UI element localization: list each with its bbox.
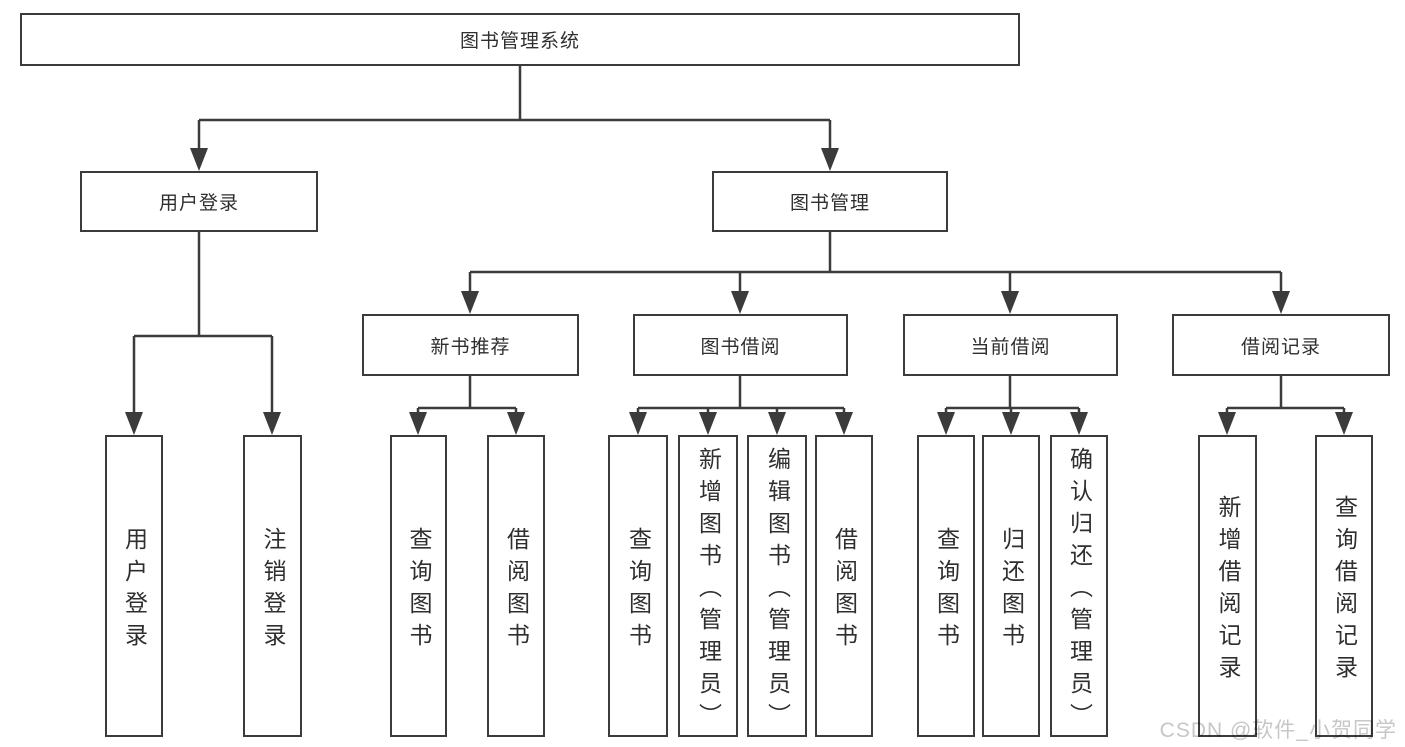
node-new-book-recommendation: 新书推荐 <box>362 314 579 376</box>
node-book-management: 图书管理 <box>712 171 948 232</box>
arrowhead-down-icon <box>507 412 525 435</box>
arrowhead-down-icon <box>1272 291 1290 314</box>
arrowhead-down-icon <box>1335 412 1353 435</box>
arrowhead-down-icon <box>629 412 647 435</box>
arrowhead-down-icon <box>731 291 749 314</box>
leaf-return-books: 归还图书 <box>982 435 1040 737</box>
connector-book-management <box>461 232 1290 314</box>
leaf-user-login: 用户登录 <box>105 435 163 737</box>
connector-root <box>190 66 839 171</box>
leaf-edit-book-admin: 编辑图书（管理员） <box>747 435 807 737</box>
connector-user-login <box>125 232 281 435</box>
leaf-confirm-return-admin: 确认归还（管理员） <box>1050 435 1108 737</box>
connector-book-borrowing <box>629 376 853 435</box>
arrowhead-down-icon <box>1070 412 1088 435</box>
arrowhead-down-icon <box>821 148 839 171</box>
node-user-login: 用户登录 <box>80 171 318 232</box>
arrowhead-down-icon <box>461 291 479 314</box>
leaf-add-book-admin: 新增图书（管理员） <box>678 435 738 737</box>
arrowhead-down-icon <box>125 412 143 435</box>
leaf-logout: 注销登录 <box>243 435 302 737</box>
arrowhead-down-icon <box>1002 412 1020 435</box>
node-borrowing-records: 借阅记录 <box>1172 314 1390 376</box>
leaf-query-borrow-record: 查询借阅记录 <box>1315 435 1373 737</box>
leaf-query-books-borrowing: 查询图书 <box>608 435 668 737</box>
leaf-borrow-books-borrowing: 借阅图书 <box>815 435 873 737</box>
connector-new-book-recommendation <box>409 376 525 435</box>
watermark: CSDN @软件_小贺同学 <box>1159 719 1397 742</box>
connector-borrowing-records <box>1218 376 1353 435</box>
arrowhead-down-icon <box>190 148 208 171</box>
leaf-query-books-current: 查询图书 <box>917 435 975 737</box>
arrowhead-down-icon <box>409 412 427 435</box>
arrowhead-down-icon <box>937 412 955 435</box>
arrowhead-down-icon <box>1001 291 1019 314</box>
connector-current-borrowing <box>937 376 1088 435</box>
arrowhead-down-icon <box>768 412 786 435</box>
leaf-add-borrow-record: 新增借阅记录 <box>1198 435 1257 737</box>
arrowhead-down-icon <box>263 412 281 435</box>
node-root: 图书管理系统 <box>20 13 1020 66</box>
arrowhead-down-icon <box>1218 412 1236 435</box>
leaf-borrow-books-recommend: 借阅图书 <box>487 435 545 737</box>
arrowhead-down-icon <box>699 412 717 435</box>
leaf-query-books-recommend: 查询图书 <box>390 435 447 737</box>
node-current-borrowing: 当前借阅 <box>903 314 1118 376</box>
arrowhead-down-icon <box>835 412 853 435</box>
node-book-borrowing: 图书借阅 <box>633 314 848 376</box>
